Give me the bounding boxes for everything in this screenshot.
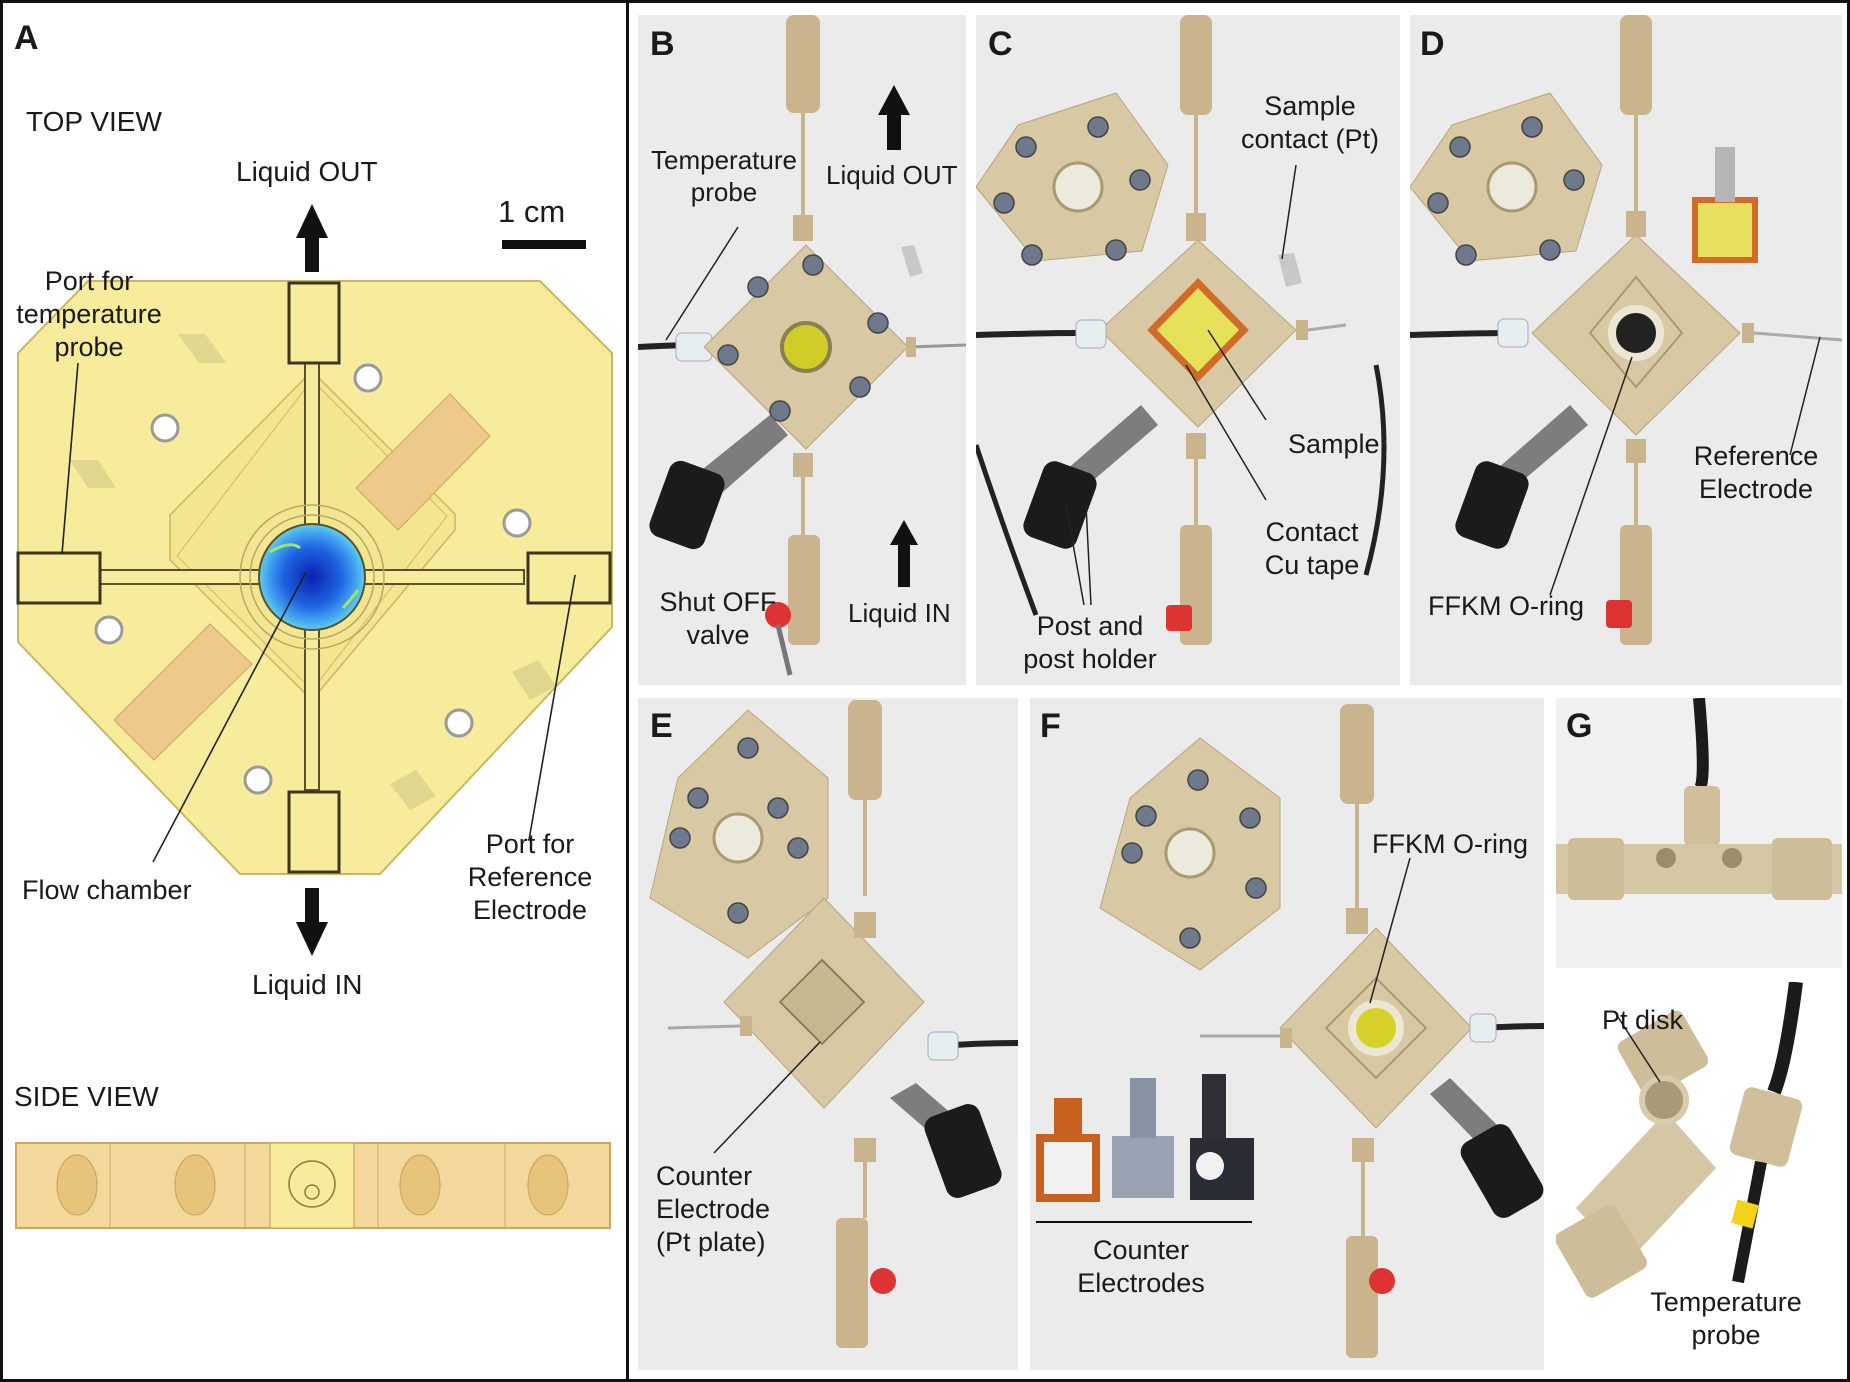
panel-letter-c: C	[988, 25, 1013, 63]
liquid-in-label-b: Liquid IN	[848, 598, 951, 628]
top-view-drawing	[15, 204, 613, 1229]
photo-g-top	[1556, 698, 1842, 968]
chip-cylinders	[113, 393, 491, 761]
panel-letter-f: F	[1040, 707, 1061, 745]
in-port	[287, 790, 341, 874]
out-port	[287, 281, 341, 365]
panels-right-frame	[626, 0, 1850, 1382]
panel-letter-e: E	[650, 707, 673, 745]
ffkm-oring-label-d: FFKM O-ring	[1428, 591, 1585, 621]
panel-letter-a: A	[14, 19, 39, 57]
side-view-label: SIDE VIEW	[14, 1081, 159, 1112]
ref-port	[526, 551, 612, 605]
photo-b	[638, 15, 966, 685]
scale-bar	[502, 240, 586, 249]
arrow-up-icon	[878, 85, 910, 150]
scale-label: 1 cm	[498, 194, 566, 229]
pt-disk-label: Pt disk	[1602, 1005, 1684, 1035]
photo-d	[1410, 15, 1842, 685]
photo-c	[976, 15, 1400, 685]
arrow-out-icon	[296, 204, 328, 272]
liquid-in-label: Liquid IN	[252, 969, 363, 1000]
flow-chamber-label: Flow chamber	[22, 875, 192, 905]
arrow-in-icon	[296, 888, 328, 956]
liquid-out-label: Liquid OUT	[236, 156, 378, 187]
liquid-out-label-b: Liquid OUT	[826, 160, 958, 190]
temp-port	[16, 551, 102, 605]
flow-chamber	[258, 523, 366, 631]
photo-e	[638, 698, 1018, 1370]
top-view-label: TOP VIEW	[26, 106, 162, 137]
panel-letter-d: D	[1420, 25, 1445, 63]
ffkm-oring-label-f: FFKM O-ring	[1372, 829, 1529, 859]
panel-letter-g: G	[1566, 707, 1593, 745]
panel-letter-b: B	[650, 25, 675, 63]
sample-label: Sample	[1288, 429, 1380, 459]
photo-g-bottom	[1556, 982, 1842, 1362]
photo-f	[1030, 698, 1544, 1370]
arrow-up-small-icon	[890, 520, 918, 587]
